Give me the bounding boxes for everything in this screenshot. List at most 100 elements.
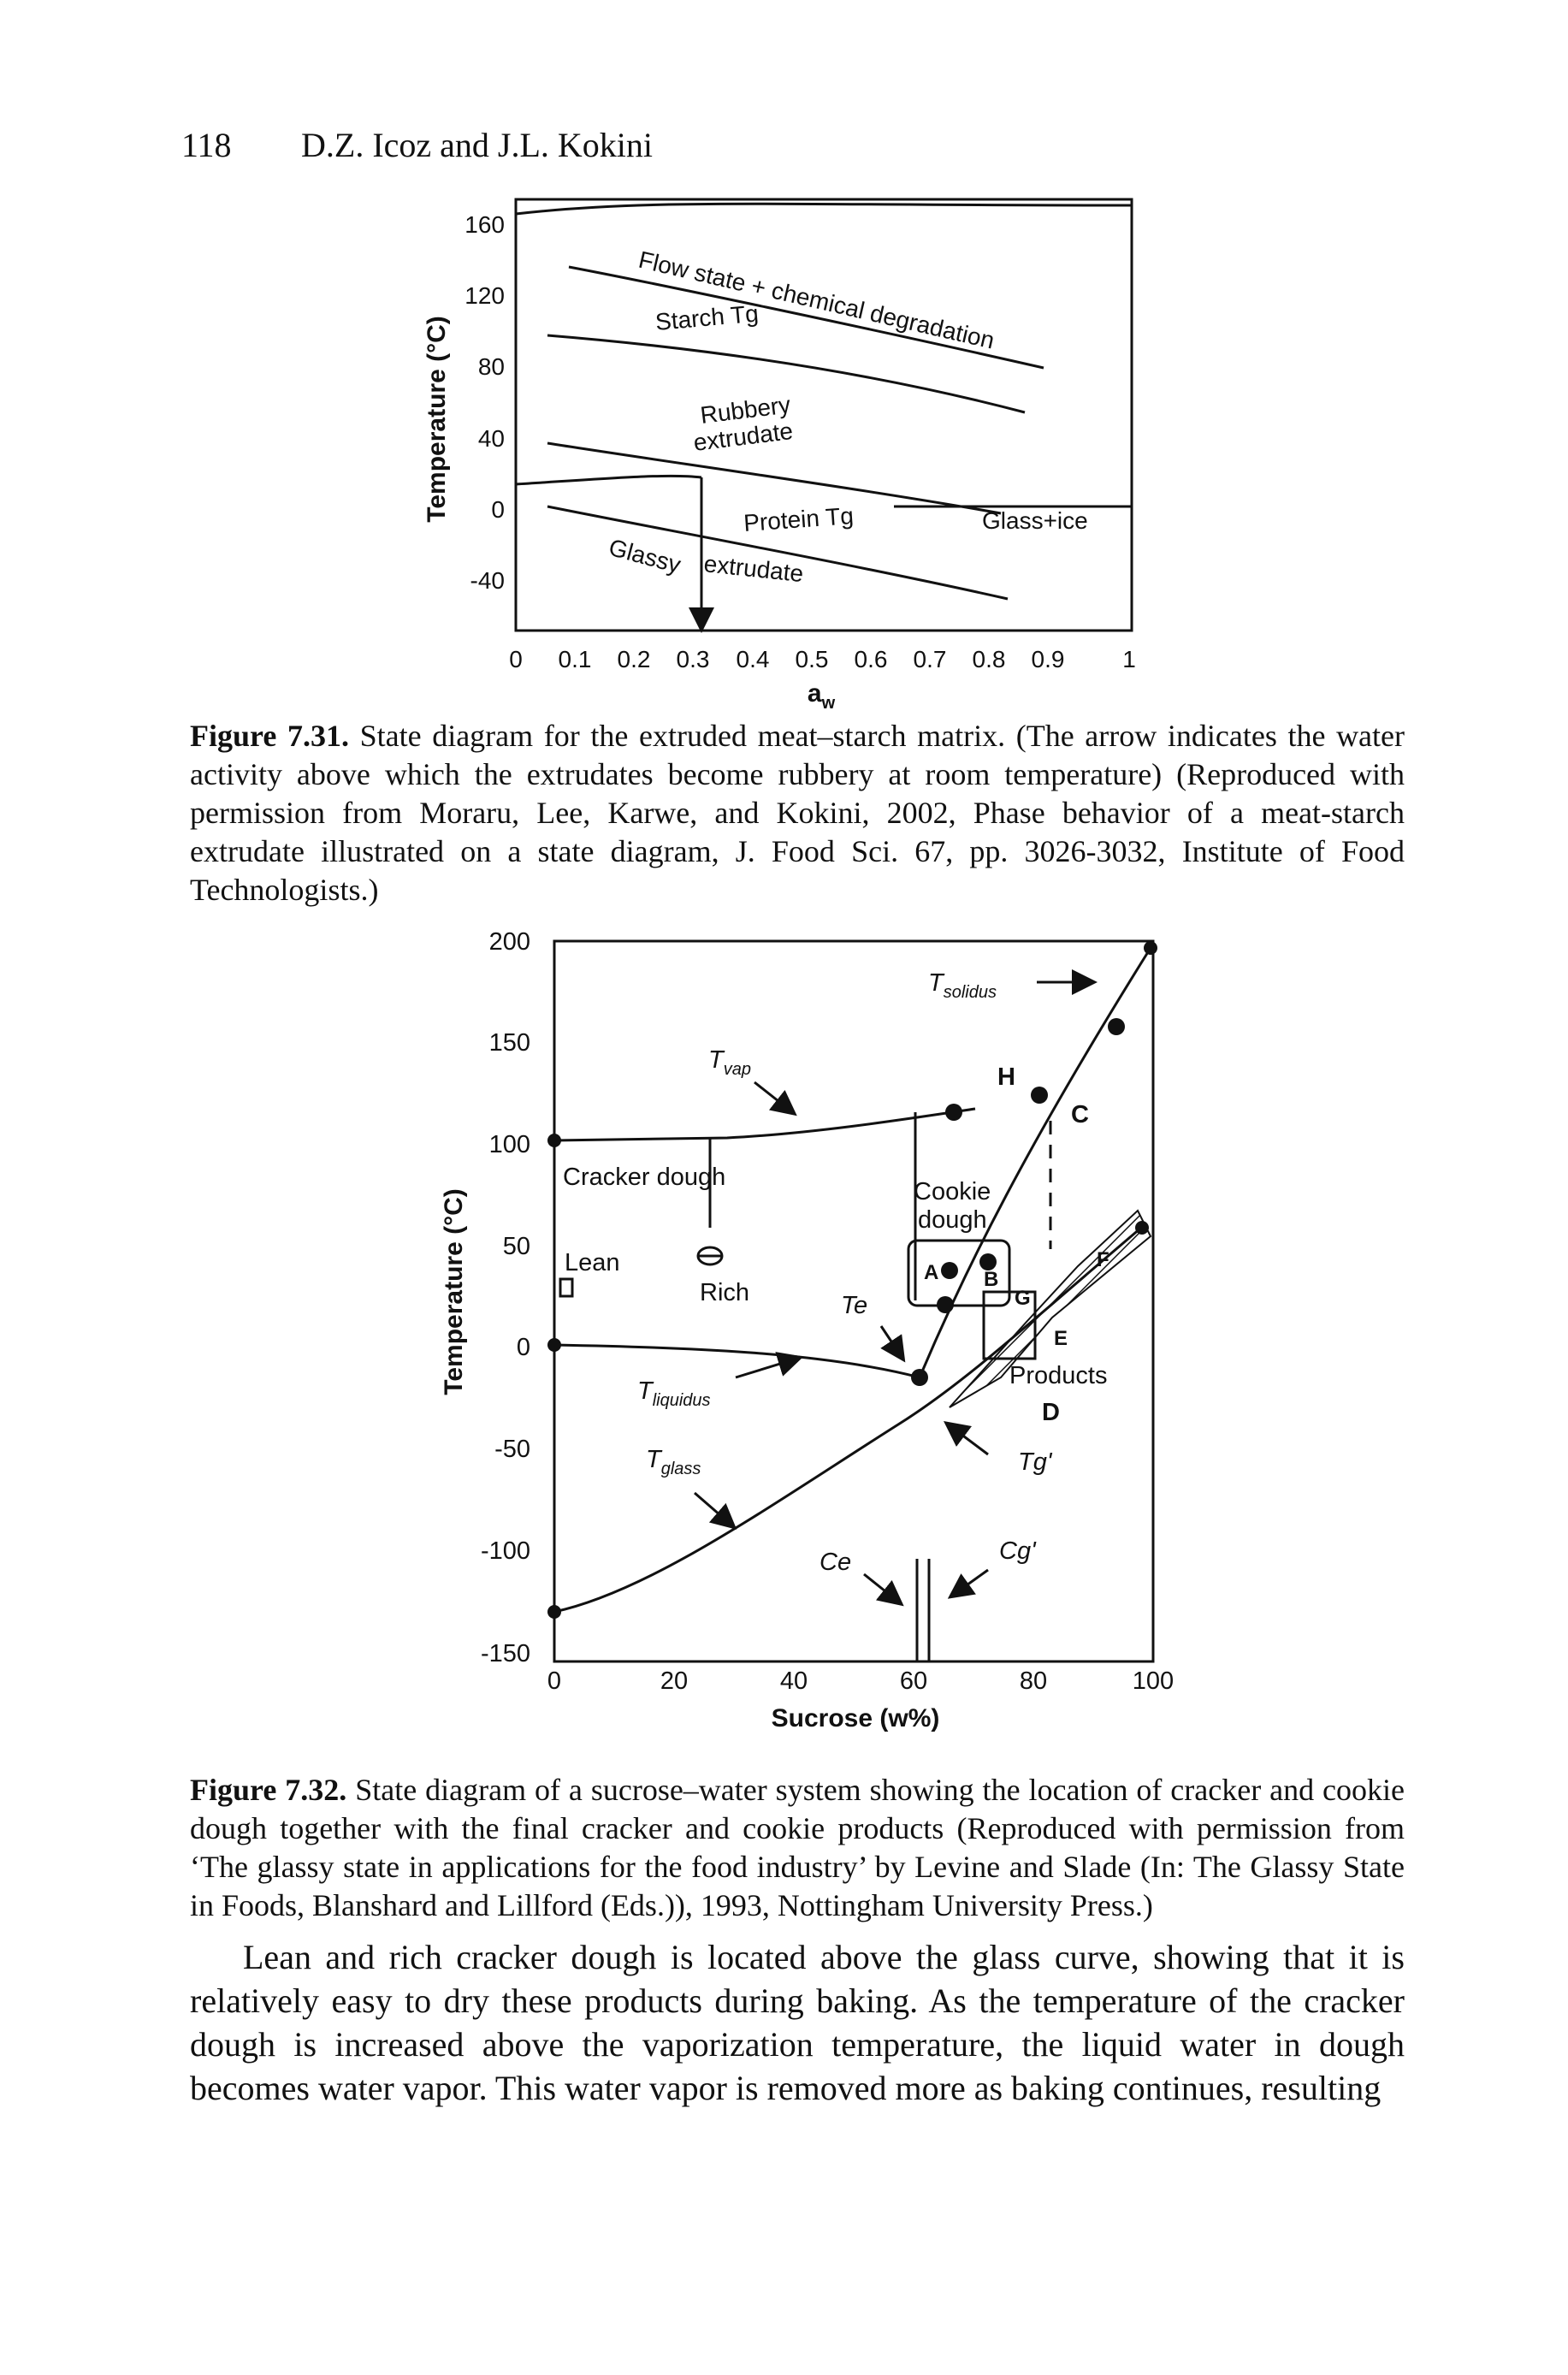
- point-te: [911, 1369, 928, 1386]
- y-tick: -150: [481, 1640, 530, 1667]
- y-axis-label: Temperature (°C): [423, 316, 451, 522]
- c-label: C: [1071, 1101, 1089, 1128]
- page-header: 118 D.Z. Icoz and J.L. Kokini: [181, 125, 653, 165]
- y-tick: 160: [464, 211, 505, 238]
- figure2-labels: Tsolidus Tvap Cracker dough Cookie dough…: [563, 969, 1109, 1576]
- point-cookie: [937, 1296, 954, 1313]
- x-tick: 1: [1122, 646, 1136, 672]
- y-tick: 80: [478, 353, 505, 380]
- y-axis-label-2: Temperature (°C): [440, 1188, 468, 1395]
- point-b: [979, 1253, 997, 1270]
- annotation-arrows: [694, 969, 1098, 1661]
- flow-state-boundary: [515, 202, 1133, 216]
- point-right: [1135, 1221, 1149, 1235]
- point-glass: [547, 1605, 561, 1619]
- y-tick: 0: [517, 1334, 530, 1361]
- tglass-label: Tglass: [646, 1446, 701, 1478]
- y-tick: 0: [491, 496, 505, 523]
- x-tick: 0.7: [914, 646, 947, 672]
- y-tick: -50: [494, 1436, 530, 1463]
- x-tick: 0.9: [1032, 646, 1065, 672]
- running-head: D.Z. Icoz and J.L. Kokini: [301, 126, 654, 164]
- caption-text: State diagram for the extruded meat–star…: [190, 719, 1405, 907]
- y-tick: -100: [481, 1537, 530, 1565]
- x-tick: 60: [900, 1667, 927, 1695]
- tvap-label: Tvap: [708, 1046, 751, 1079]
- rubbery-curve: [547, 441, 1002, 515]
- cookie-dough-box: [907, 1239, 1011, 1307]
- point-top: [1144, 941, 1157, 955]
- point-vap: [945, 1104, 962, 1121]
- caption-label: Figure 7.32.: [190, 1773, 347, 1807]
- page-number: 118: [181, 126, 232, 164]
- rich-label: Rich: [700, 1279, 749, 1306]
- x-tick: 0: [547, 1667, 561, 1695]
- point-solidus: [1108, 1018, 1125, 1035]
- cracker-dough-label: Cracker dough: [563, 1164, 725, 1191]
- x-tick: 0.8: [973, 646, 1006, 672]
- y-tick: 40: [478, 425, 505, 452]
- f-label: F: [1097, 1248, 1109, 1271]
- solidus-curve: [918, 947, 1152, 1378]
- x-tick: 0.3: [677, 646, 710, 672]
- x-ticks: 0 0.1 0.2 0.3 0.4 0.5 0.6 0.7 0.8 0.9 1: [509, 646, 1136, 672]
- x-tick: 0.4: [737, 646, 770, 672]
- x-tick: 40: [780, 1667, 808, 1695]
- a-label: A: [924, 1261, 938, 1284]
- data-points: [547, 941, 1157, 1619]
- vap-curve: [553, 1107, 976, 1142]
- y-tick: -40: [470, 567, 505, 594]
- x-axis-label: aw: [808, 679, 836, 713]
- figure-7-31-caption: Figure 7.31. State diagram for the extru…: [190, 717, 1405, 909]
- y-tick: 100: [489, 1131, 530, 1158]
- lean-label: Lean: [565, 1249, 620, 1276]
- rich-marker: [696, 1246, 724, 1266]
- h-label: H: [997, 1063, 1015, 1091]
- x-tick: 20: [660, 1667, 688, 1695]
- te-label: Te: [841, 1292, 867, 1319]
- point-zero: [547, 1338, 561, 1352]
- products-label: Products: [1009, 1362, 1107, 1389]
- plot-frame-2: [553, 939, 1155, 1663]
- glass-ice-label: Glass+ice: [982, 507, 1088, 534]
- body-paragraph: Lean and rich cracker dough is located a…: [190, 1938, 1405, 2107]
- ce-label: Ce: [820, 1549, 851, 1576]
- figure-7-32: 200 150 100 50 0 -50 -100 -150 Temperatu…: [440, 928, 1174, 1732]
- y-ticks: 160 120 80 40 0 -40: [464, 211, 505, 594]
- y-tick: 200: [489, 928, 530, 956]
- y-tick: 150: [489, 1029, 530, 1057]
- caption-label: Figure 7.31.: [190, 719, 349, 753]
- x-tick: 80: [1020, 1667, 1047, 1695]
- starch-tg-curve: [547, 334, 1026, 414]
- x-tick: 0: [509, 646, 523, 672]
- point-h: [1031, 1087, 1048, 1104]
- lean-marker: [559, 1277, 574, 1298]
- caption-text: State diagram of a sucrose–water system …: [190, 1773, 1405, 1922]
- liquidus-curve: [553, 1343, 920, 1379]
- x-tick: 100: [1133, 1667, 1174, 1695]
- plot-frame: [514, 198, 1133, 632]
- dough-label: dough: [918, 1206, 987, 1234]
- cookie-label: Cookie: [914, 1178, 991, 1205]
- g-label: G: [1015, 1287, 1031, 1310]
- x-tick: 0.1: [559, 646, 592, 672]
- protein-tg-curve: [547, 505, 1009, 601]
- x-tick: 0.6: [855, 646, 888, 672]
- state-curves: [515, 202, 1133, 633]
- figure-7-32-caption: Figure 7.32. State diagram of a sucrose–…: [190, 1771, 1405, 1925]
- x-tick: 0.2: [618, 646, 651, 672]
- x-tick: 0.5: [796, 646, 829, 672]
- point-a: [941, 1262, 958, 1279]
- tsolidus-label: Tsolidus: [928, 969, 997, 1002]
- cg-prime-label: Cg': [999, 1537, 1037, 1565]
- d-label: D: [1042, 1399, 1060, 1426]
- y-ticks-2: 200 150 100 50 0 -50 -100 -150: [481, 928, 530, 1667]
- phase-curves: [553, 947, 1152, 1614]
- y-tick: 50: [503, 1233, 530, 1260]
- flow-state-curve: [568, 265, 1044, 370]
- upper-glassy-line: [515, 474, 702, 486]
- x-axis-label-2: Sucrose (w%): [772, 1704, 940, 1732]
- e-label: E: [1054, 1327, 1068, 1350]
- b-label: B: [984, 1268, 998, 1291]
- figure-7-31: 160 120 80 40 0 -40 Temperature (°C) 0 0…: [423, 198, 1136, 713]
